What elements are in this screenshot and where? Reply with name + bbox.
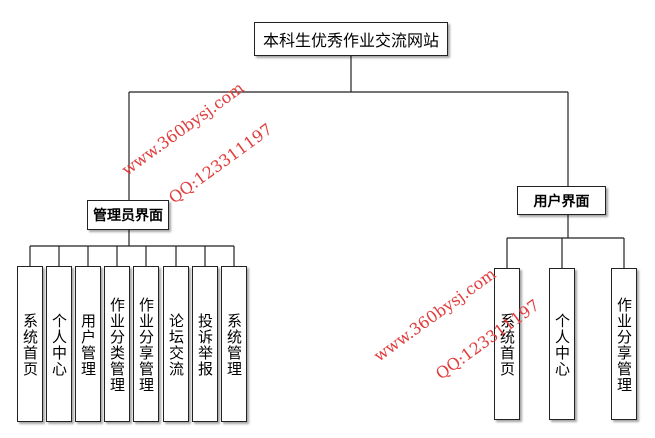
admin-item-label: 用户管理	[79, 313, 97, 377]
admin-item-share-management: 作业分享管理	[133, 266, 159, 422]
user-item-label: 系统首页	[498, 313, 516, 377]
admin-item-label: 论坛交流	[167, 313, 185, 377]
admin-item-home: 系统首页	[17, 266, 43, 422]
admin-item-profile: 个人中心	[46, 266, 72, 422]
user-item-label: 作业分享管理	[615, 297, 633, 393]
admin-item-label: 作业分享管理	[137, 297, 155, 393]
user-item-share-management: 作业分享管理	[611, 268, 637, 420]
user-item-home: 系统首页	[494, 268, 520, 420]
admin-item-label: 作业分类管理	[108, 297, 126, 393]
admin-interface-node: 管理员界面	[87, 200, 169, 230]
admin-item-system-management: 系统管理	[221, 266, 247, 422]
admin-item-complaints: 投诉举报	[192, 266, 218, 422]
user-interface-node: 用户界面	[517, 186, 606, 215]
root-node: 本科生优秀作业交流网站	[254, 22, 448, 56]
root-label: 本科生优秀作业交流网站	[262, 31, 439, 50]
user-item-profile: 个人中心	[549, 268, 575, 420]
user-item-label: 个人中心	[553, 313, 571, 377]
admin-item-label: 个人中心	[50, 313, 68, 377]
admin-item-label: 系统管理	[225, 313, 243, 377]
admin-item-forum: 论坛交流	[163, 266, 189, 422]
admin-interface-label: 管理员界面	[93, 208, 163, 224]
admin-item-category-management: 作业分类管理	[104, 266, 130, 422]
admin-item-user-management: 用户管理	[75, 266, 101, 422]
user-interface-label: 用户界面	[533, 193, 590, 210]
admin-item-label: 系统首页	[21, 313, 39, 377]
admin-item-label: 投诉举报	[196, 313, 214, 377]
